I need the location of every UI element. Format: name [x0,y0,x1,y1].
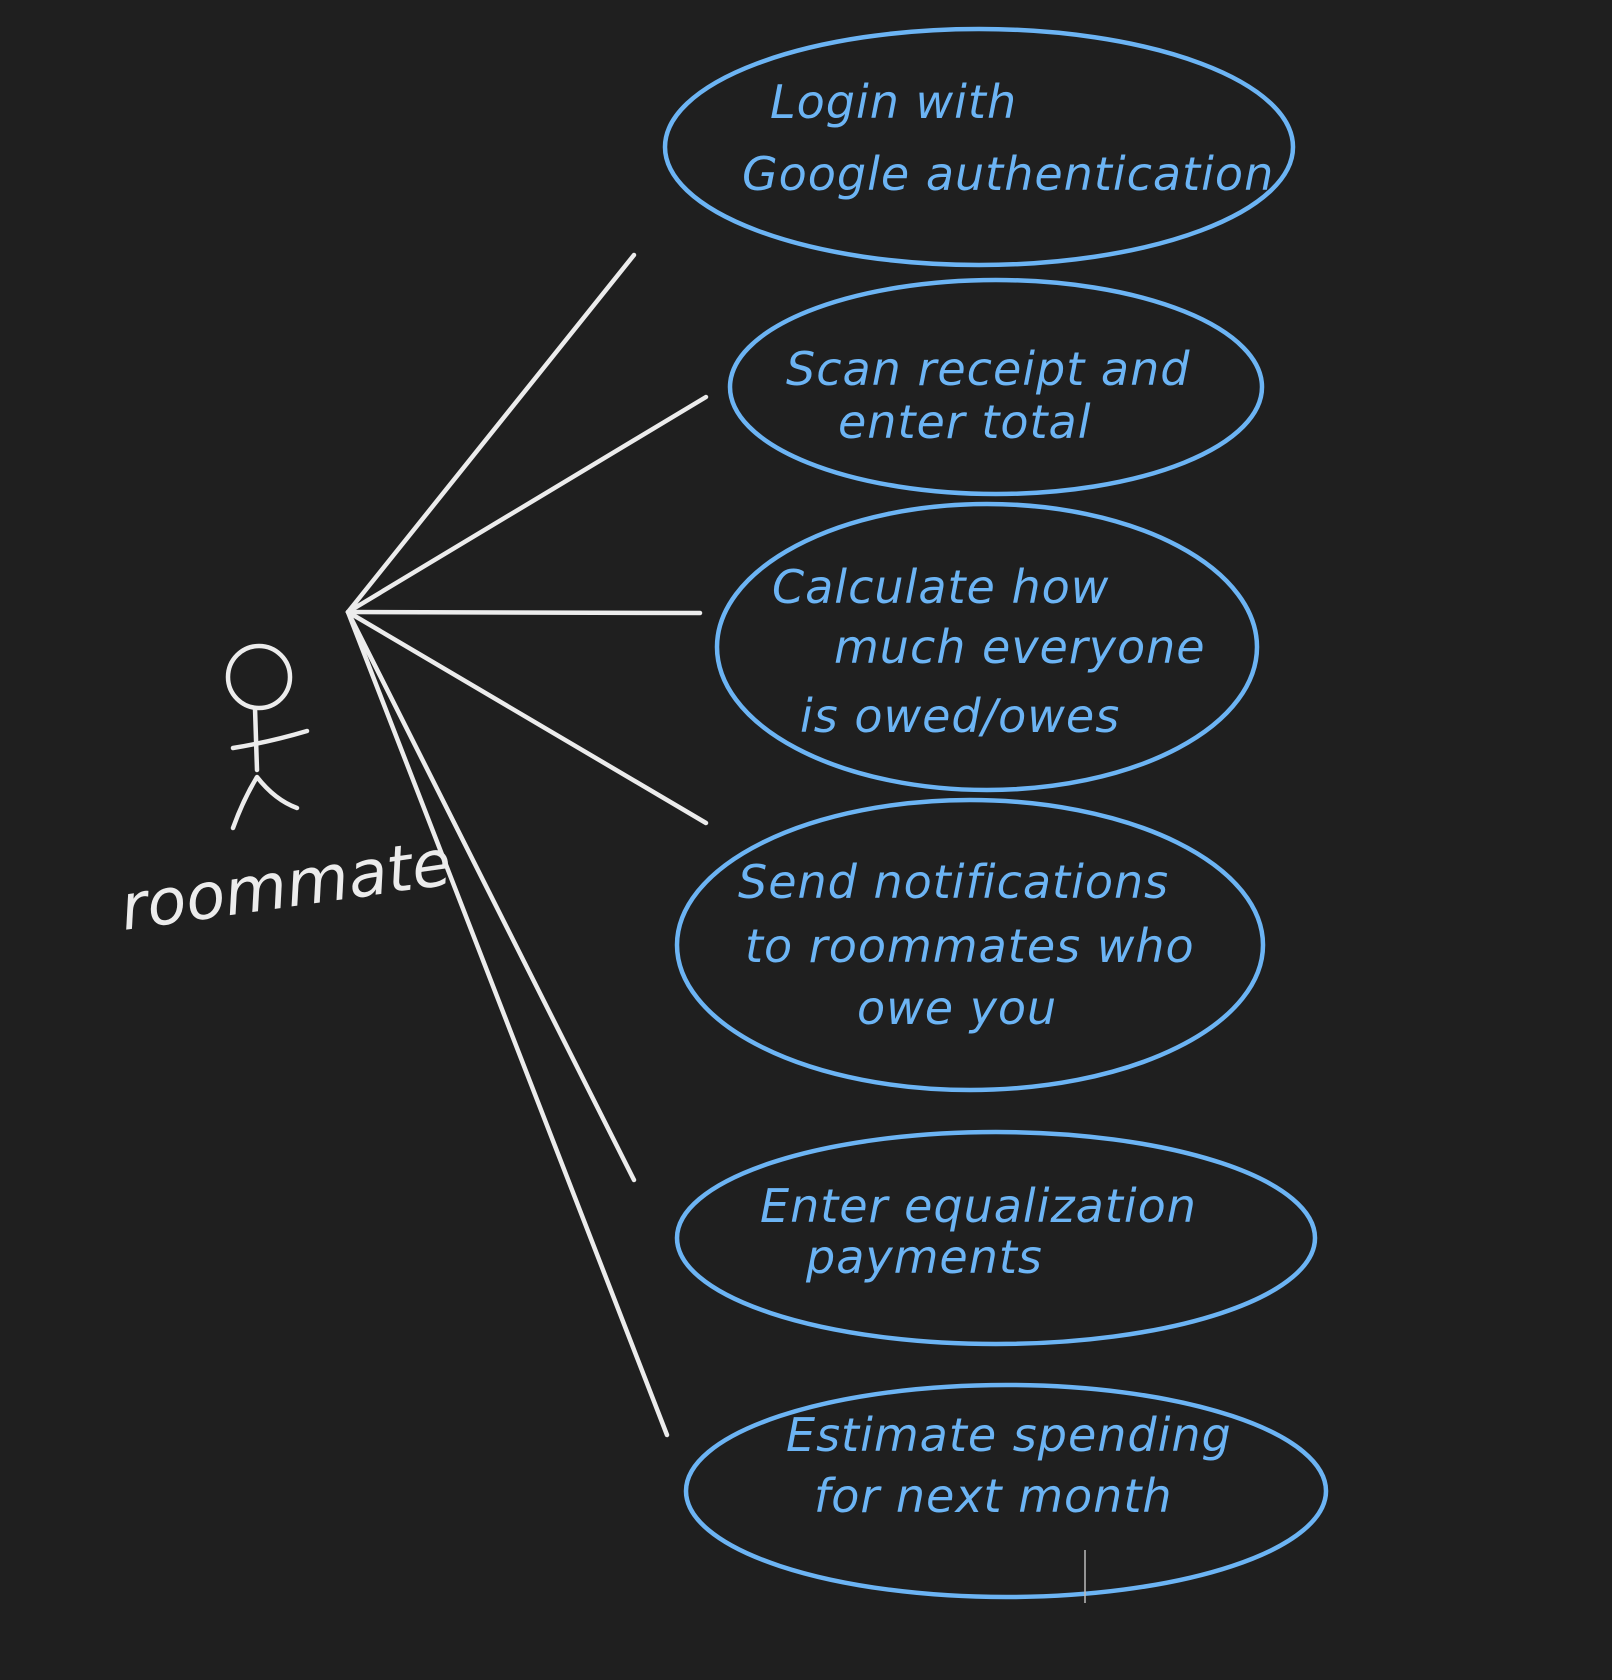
use-cases: Login with Google authentication Scan re… [662,26,1329,1600]
use-case-ellipse [727,277,1265,497]
use-case-line: Send notifications [738,855,1169,909]
actor-stick-figure [225,643,310,831]
association-line-scan [345,394,709,615]
association-line-equalization [345,609,637,1183]
use-case-line: Google authentication [742,147,1274,201]
association-line-notify [345,609,709,826]
use-case-ellipse [662,26,1296,268]
use-case-line: enter total [838,395,1092,449]
use-case-line: much everyone [834,620,1206,674]
use-case-line: is owed/owes [800,689,1120,743]
association-line-estimate [345,609,670,1438]
actor-label: roommate [116,826,456,946]
svg-text:Login with Google auth: Login with Google authentication [742,75,1274,201]
use-case-ellipse [674,797,1266,1093]
use-case-line: Scan receipt and [786,342,1190,396]
use-case-line: Calculate how [772,560,1109,614]
svg-text:Estimate spending for: Estimate spending for next month [786,1408,1247,1523]
use-case-line: payments [805,1230,1043,1284]
use-case-line: owe you [857,981,1057,1035]
svg-text:Enter equalization pay: Enter equalization payments [760,1179,1213,1284]
actor-arms [230,728,310,751]
svg-text:Send notifications to: Send notifications to roommates who owe … [738,855,1210,1035]
actor-head [225,643,293,711]
association-lines [345,252,709,1438]
use-case-line: for next month [814,1469,1173,1523]
actor-legs [230,774,300,831]
association-line-calculate [345,609,703,616]
use-case-ellipse [674,1129,1318,1347]
association-line-login [345,252,637,615]
use-case-scan-receipt: Scan receipt and enter total [727,277,1265,497]
actor-body [252,705,260,773]
use-case-estimate-spending: Estimate spending for next month [683,1382,1329,1600]
use-case-line: Estimate spending [786,1408,1232,1462]
use-case-login: Login with Google authentication [662,26,1296,268]
use-case-line: Enter equalization [760,1179,1197,1233]
svg-text:Calculate how much eve: Calculate how much everyone is owed/owes [772,560,1221,743]
use-case-calculate: Calculate how much everyone is owed/owes [714,501,1260,793]
use-case-line: Login with [770,75,1017,129]
use-case-send-notifications: Send notifications to roommates who owe … [674,797,1266,1093]
use-case-ellipse [714,501,1260,793]
svg-text:Scan receipt and enter: Scan receipt and enter total [786,342,1206,449]
use-case-ellipse [683,1382,1329,1600]
use-case-line: to roommates who [745,919,1195,973]
use-case-enter-equalization: Enter equalization payments [674,1129,1318,1347]
